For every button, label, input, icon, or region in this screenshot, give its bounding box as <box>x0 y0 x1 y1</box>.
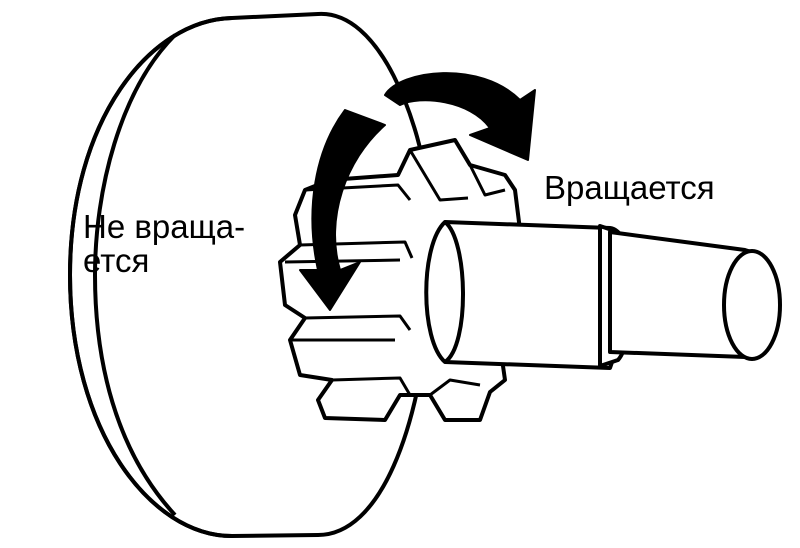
shaft-end-face <box>722 249 782 361</box>
label-not-rotating-line1: Не враща- <box>83 208 246 245</box>
tooth-line-3 <box>284 258 401 264</box>
shaft-large-end <box>443 220 465 364</box>
label-rotating: Вращается <box>544 169 715 206</box>
label-not-rotating-line2: ется <box>83 242 150 279</box>
tooth-line-6 <box>331 376 412 396</box>
drum-rim-line <box>93 33 177 517</box>
tooth-line-7 <box>408 149 469 202</box>
rotating-arrow <box>384 72 536 161</box>
tooth-line-4 <box>304 314 412 331</box>
tooth-line-9 <box>429 378 481 397</box>
drum-front-face <box>68 16 233 538</box>
shaft <box>424 220 782 370</box>
not-rotating-arrow <box>299 109 386 311</box>
label-not-rotating: Не враща- ется <box>83 210 245 278</box>
tooth-line-8 <box>468 164 506 197</box>
